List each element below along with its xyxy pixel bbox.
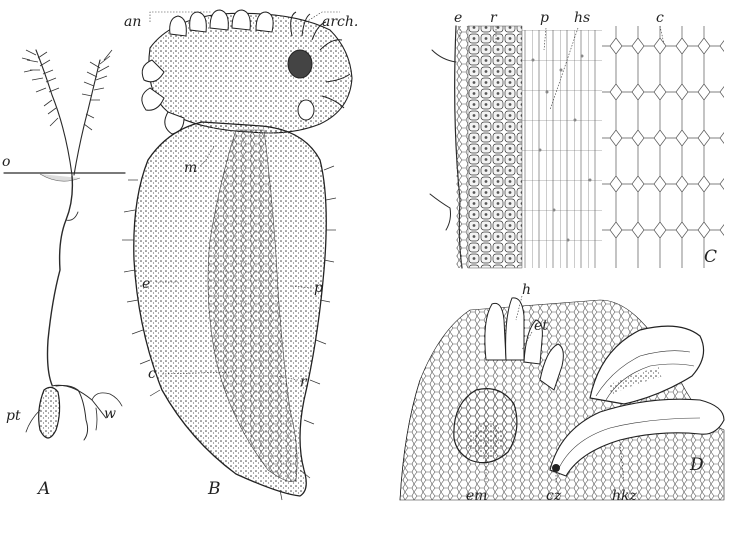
label-d-et: et [534, 318, 548, 334]
label-b-p: p [314, 280, 323, 296]
panel-label-d: D [689, 455, 704, 475]
protocorm-tuber [39, 387, 60, 438]
label-c-r: r [490, 10, 498, 26]
label-b-e: e [142, 276, 150, 292]
panel-c: e r p hs c C [430, 10, 724, 268]
layer-p [522, 30, 602, 268]
label-d-hkz: hkz [612, 488, 638, 504]
layer-r [468, 26, 522, 268]
panel-a: o pt w A [2, 50, 125, 499]
label-c-p: p [540, 10, 549, 26]
panel-b: an arch. m e p c r B [122, 10, 358, 500]
label-d-em: em [466, 488, 488, 504]
panel-label-a: A [36, 479, 50, 499]
label-c-hs: hs [574, 10, 590, 26]
label-b-an: an [124, 14, 141, 30]
label-d-cz: cz [546, 488, 562, 504]
label-a-pt: pt [6, 408, 21, 424]
label-b-m: m [184, 160, 197, 176]
label-b-arch: arch. [322, 14, 358, 30]
label-c-c: c [656, 10, 664, 26]
label-a-o: o [2, 154, 10, 170]
label-a-w: w [104, 406, 116, 422]
panel-d: h et em cz hkz D [400, 282, 724, 504]
label-d-h: h [522, 282, 531, 298]
archegonium-venter [288, 50, 312, 78]
label-c-e: e [454, 10, 462, 26]
label-b-c: c [148, 366, 156, 382]
moss-leaves [22, 50, 112, 130]
panel-label-c: C [704, 247, 717, 267]
layer-c [602, 26, 724, 268]
panel-label-b: B [207, 479, 221, 499]
rhizome [48, 176, 73, 385]
